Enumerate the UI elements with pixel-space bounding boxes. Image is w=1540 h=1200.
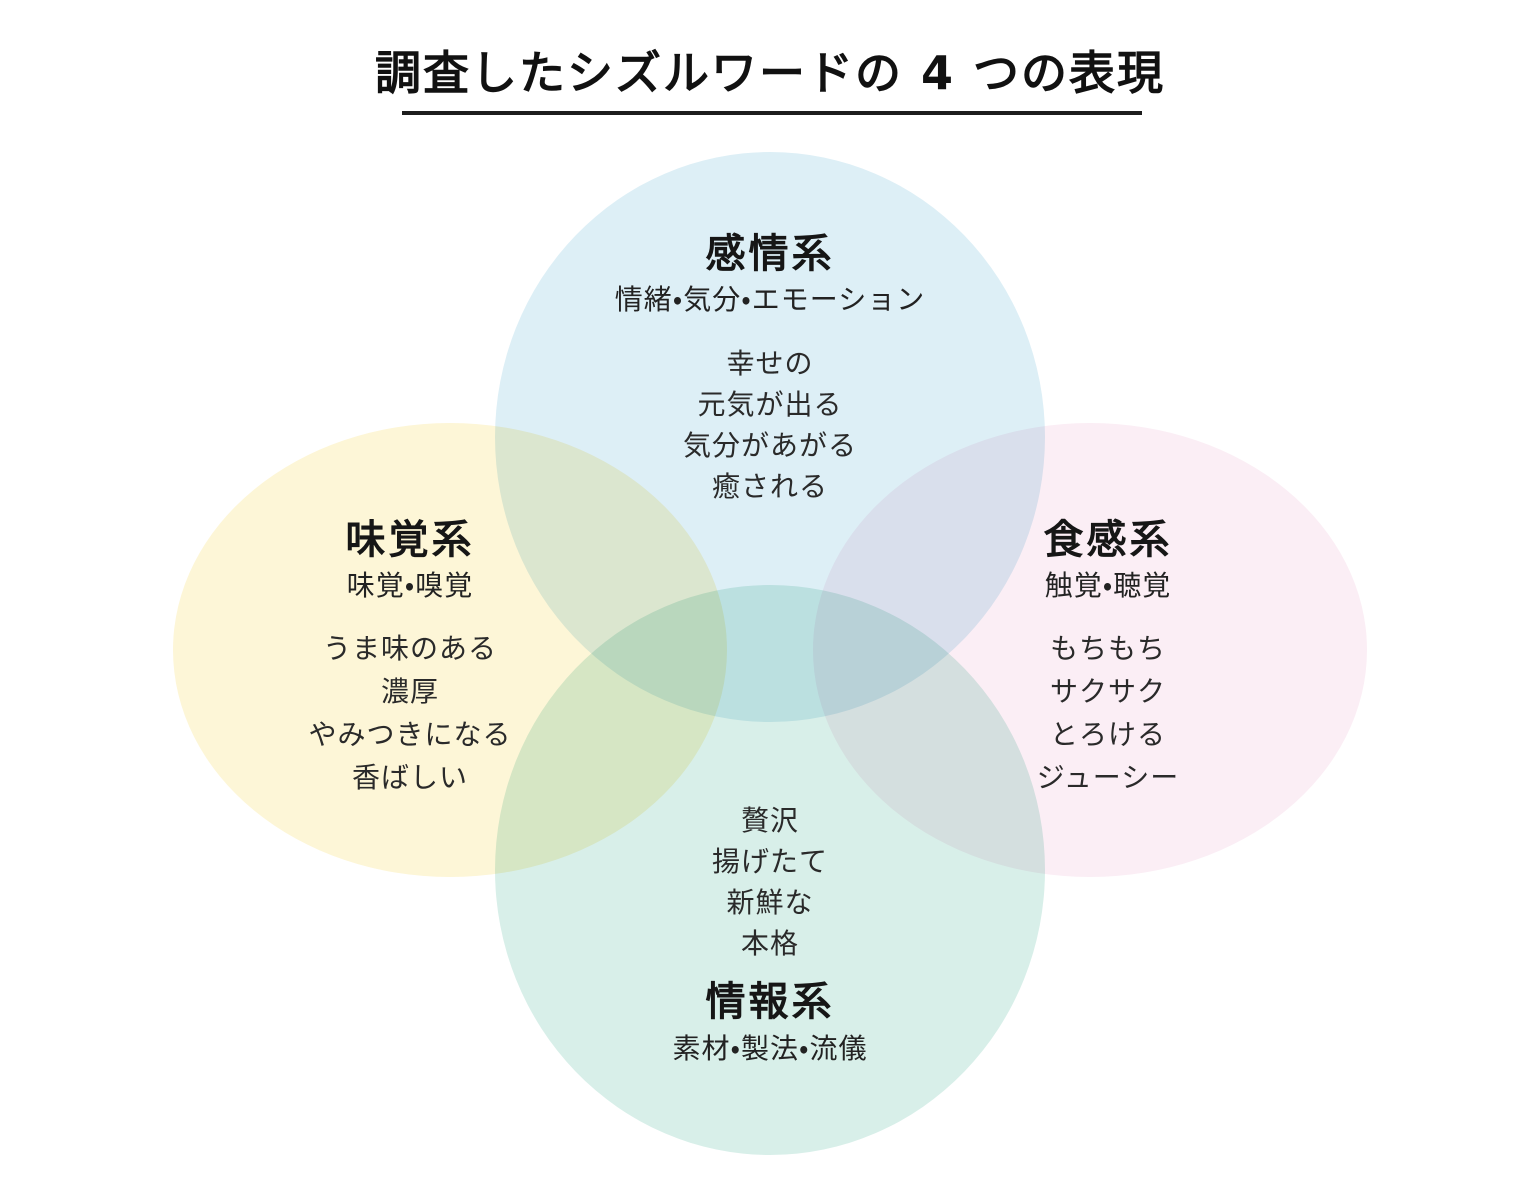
- word-item: 幸せの: [726, 347, 814, 380]
- word-item: 揚げたて: [711, 845, 828, 878]
- group-taste-word-list: うま味のある 濃厚 やみつきになる 香ばしい: [85, 627, 735, 799]
- group-taste-subtitle: 味覚・嗅覚: [346, 569, 474, 602]
- word-item: 本格: [740, 927, 799, 960]
- word-item: とろける: [1049, 718, 1166, 751]
- group-taste-title: 味覚系: [345, 517, 475, 563]
- group-info-subtitle: 素材・製法・流儀: [672, 1032, 868, 1065]
- group-emotion-title: 感情系: [705, 231, 835, 277]
- word-item: 贅沢: [740, 804, 799, 837]
- group-info: 贅沢 揚げたて 新鮮な 本格 情報系 素材・製法・流儀: [445, 800, 1095, 1066]
- group-taste: 味覚系 味覚・嗅覚 うま味のある 濃厚 やみつきになる 香ばしい: [85, 516, 735, 799]
- title-underline: [402, 111, 1142, 115]
- word-item: サクサク: [1049, 675, 1166, 708]
- group-texture-word-list: もちもち サクサク とろける ジューシー: [783, 627, 1433, 799]
- group-emotion-word-list: 幸せの 元気が出る 気分があがる 癒される: [445, 343, 1095, 507]
- word-item: やみつきになる: [308, 718, 512, 751]
- group-emotion: 感情系 情緒・気分・エモーション 幸せの 元気が出る 気分があがる 癒される: [445, 230, 1095, 507]
- group-info-word-list: 贅沢 揚げたて 新鮮な 本格: [445, 800, 1095, 964]
- page-header: 調査したシズルワードの 4 つの表現: [0, 46, 1540, 100]
- group-info-title: 情報系: [705, 979, 835, 1025]
- word-item: 元気が出る: [697, 388, 843, 421]
- word-item: 癒される: [711, 470, 828, 503]
- word-item: 新鮮な: [726, 886, 814, 919]
- group-emotion-subtitle: 情緒・気分・エモーション: [614, 283, 926, 316]
- word-item: ジューシー: [1036, 761, 1180, 794]
- word-item: 香ばしい: [351, 761, 468, 794]
- group-texture-title: 食感系: [1043, 517, 1173, 563]
- page-title: 調査したシズルワードの 4 つの表現: [374, 46, 1166, 100]
- word-item: うま味のある: [322, 632, 497, 665]
- venn-ellipse-info: [495, 585, 1045, 1155]
- group-texture: 食感系 触覚・聴覚 もちもち サクサク とろける ジューシー: [783, 516, 1433, 799]
- group-texture-subtitle: 触覚・聴覚: [1044, 569, 1172, 602]
- word-item: 気分があがる: [682, 429, 857, 462]
- word-item: 濃厚: [380, 675, 439, 708]
- word-item: もちもち: [1049, 632, 1166, 665]
